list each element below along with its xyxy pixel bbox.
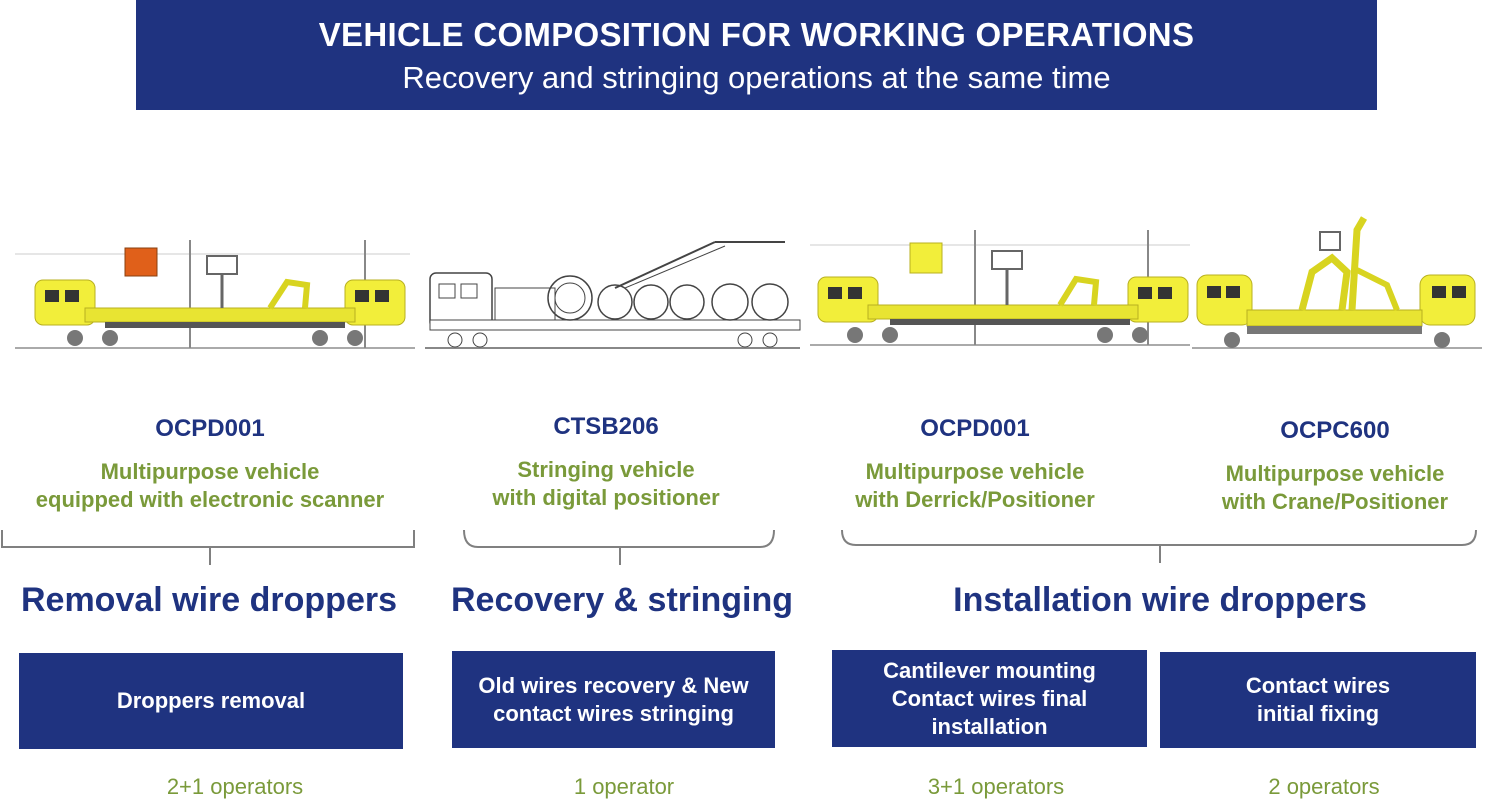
- operation-1-line1: Droppers removal: [116, 688, 306, 713]
- vehicle-desc-4-line2: with Crane/Positioner: [1221, 489, 1449, 514]
- operation-3-line1: Cantilever mounting: [883, 657, 1096, 683]
- operators-count-1: 2+1 operators: [166, 774, 304, 799]
- operation-box-recovery-stringing: Old wires recovery & New contact wires s…: [452, 651, 775, 748]
- vehicle-desc-1-line2: equipped with electronic scanner: [35, 487, 385, 512]
- vehicle-desc-2: Stringing vehicle with digital positione…: [431, 456, 781, 512]
- vehicle-desc-4: Multipurpose vehicle with Crane/Position…: [1180, 460, 1490, 516]
- vehicle-desc-3: Multipurpose vehicle with Derrick/Positi…: [815, 458, 1135, 514]
- vehicle-ocpd001-derrick-illustration: [810, 230, 1190, 346]
- vehicle-ocpd001-scanner-illustration: [15, 240, 415, 349]
- section-title-recovery: Recovery & stringing: [451, 581, 793, 619]
- vehicle-ocpc600-illustration: [1192, 216, 1482, 349]
- vehicle-code-3: OCPD001: [920, 415, 1030, 442]
- header-banner: VEHICLE COMPOSITION FOR WORKING OPERATIO…: [136, 0, 1377, 110]
- vehicle-desc-2-line1: Stringing vehicle: [517, 457, 695, 482]
- page-title: VEHICLE COMPOSITION FOR WORKING OPERATIO…: [318, 16, 1195, 53]
- operators-count-3: 3+1 operators: [927, 774, 1065, 799]
- bracket-recovery: [463, 529, 775, 548]
- operation-4-line1: Contact wires: [1245, 673, 1391, 698]
- grouping-brackets: [1, 529, 1477, 565]
- vehicle-desc-4-line1: Multipurpose vehicle: [1225, 461, 1445, 486]
- operation-box-cantilever-mounting: Cantilever mounting Contact wires final …: [832, 650, 1147, 747]
- section-title-installation: Installation wire droppers: [953, 581, 1367, 619]
- page-subtitle: Recovery and stringing operations at the…: [402, 60, 1111, 95]
- operators-count-4: 2 operators: [1268, 774, 1380, 799]
- operation-2-line2: contact wires stringing: [493, 700, 734, 726]
- vehicle-desc-1: Multipurpose vehicle equipped with elect…: [5, 458, 415, 514]
- vehicle-desc-1-line1: Multipurpose vehicle: [100, 459, 320, 484]
- operation-box-droppers-removal: Droppers removal: [19, 653, 403, 749]
- bracket-removal: [1, 530, 415, 548]
- vehicle-code-1: OCPD001: [155, 415, 265, 442]
- vehicle-ctsb206-illustration: [425, 241, 801, 349]
- operation-box-initial-fixing: Contact wires initial fixing: [1160, 652, 1476, 748]
- section-title-removal: Removal wire droppers: [20, 581, 397, 619]
- operation-2-line1: Old wires recovery & New: [478, 672, 749, 698]
- vehicle-code-2: CTSB206: [553, 413, 659, 440]
- operation-3-line3: installation: [931, 713, 1048, 739]
- operation-3-line2: Contact wires final: [891, 685, 1088, 711]
- vehicle-desc-2-line2: with digital positioner: [492, 485, 720, 510]
- operators-count-2: 1 operator: [573, 774, 675, 799]
- operation-4-line2: initial fixing: [1256, 701, 1380, 726]
- vehicle-code-4: OCPC600: [1280, 417, 1390, 444]
- vehicle-desc-3-line2: with Derrick/Positioner: [855, 487, 1095, 512]
- bracket-installation: [841, 529, 1477, 546]
- vehicle-desc-3-line1: Multipurpose vehicle: [865, 459, 1085, 484]
